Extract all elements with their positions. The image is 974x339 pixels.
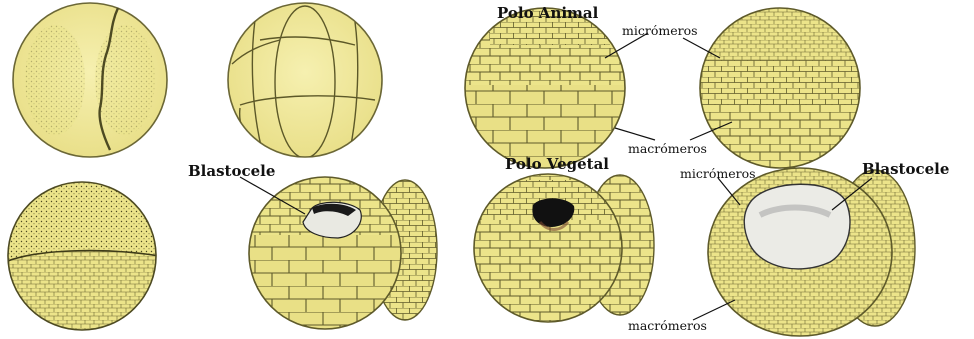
embryo-vegetal-pole-view <box>470 174 654 322</box>
label-blastocele-left: Blastocele <box>188 162 275 180</box>
label-polo-vegetal: Polo Vegetal <box>505 155 609 173</box>
embryo-stippled-blastula <box>5 182 160 339</box>
embryo-eight-cell <box>228 3 382 158</box>
label-micromeros-top: micrómeros <box>622 23 698 38</box>
label-macromeros-bottom: macrómeros <box>628 318 707 333</box>
embryo-blastula-section-2 <box>708 168 915 336</box>
label-polo-animal: Polo Animal <box>497 4 599 22</box>
embryo-blastula-section-1 <box>245 175 437 329</box>
label-macromeros-top: macrómeros <box>628 141 707 156</box>
embryo-two-cell <box>13 3 167 157</box>
label-blastocele-right: Blastocele <box>862 160 949 178</box>
embryo-morula <box>460 5 640 168</box>
label-micromeros-bottom: micrómeros <box>680 166 756 181</box>
embryo-blastula-surface <box>700 5 860 168</box>
